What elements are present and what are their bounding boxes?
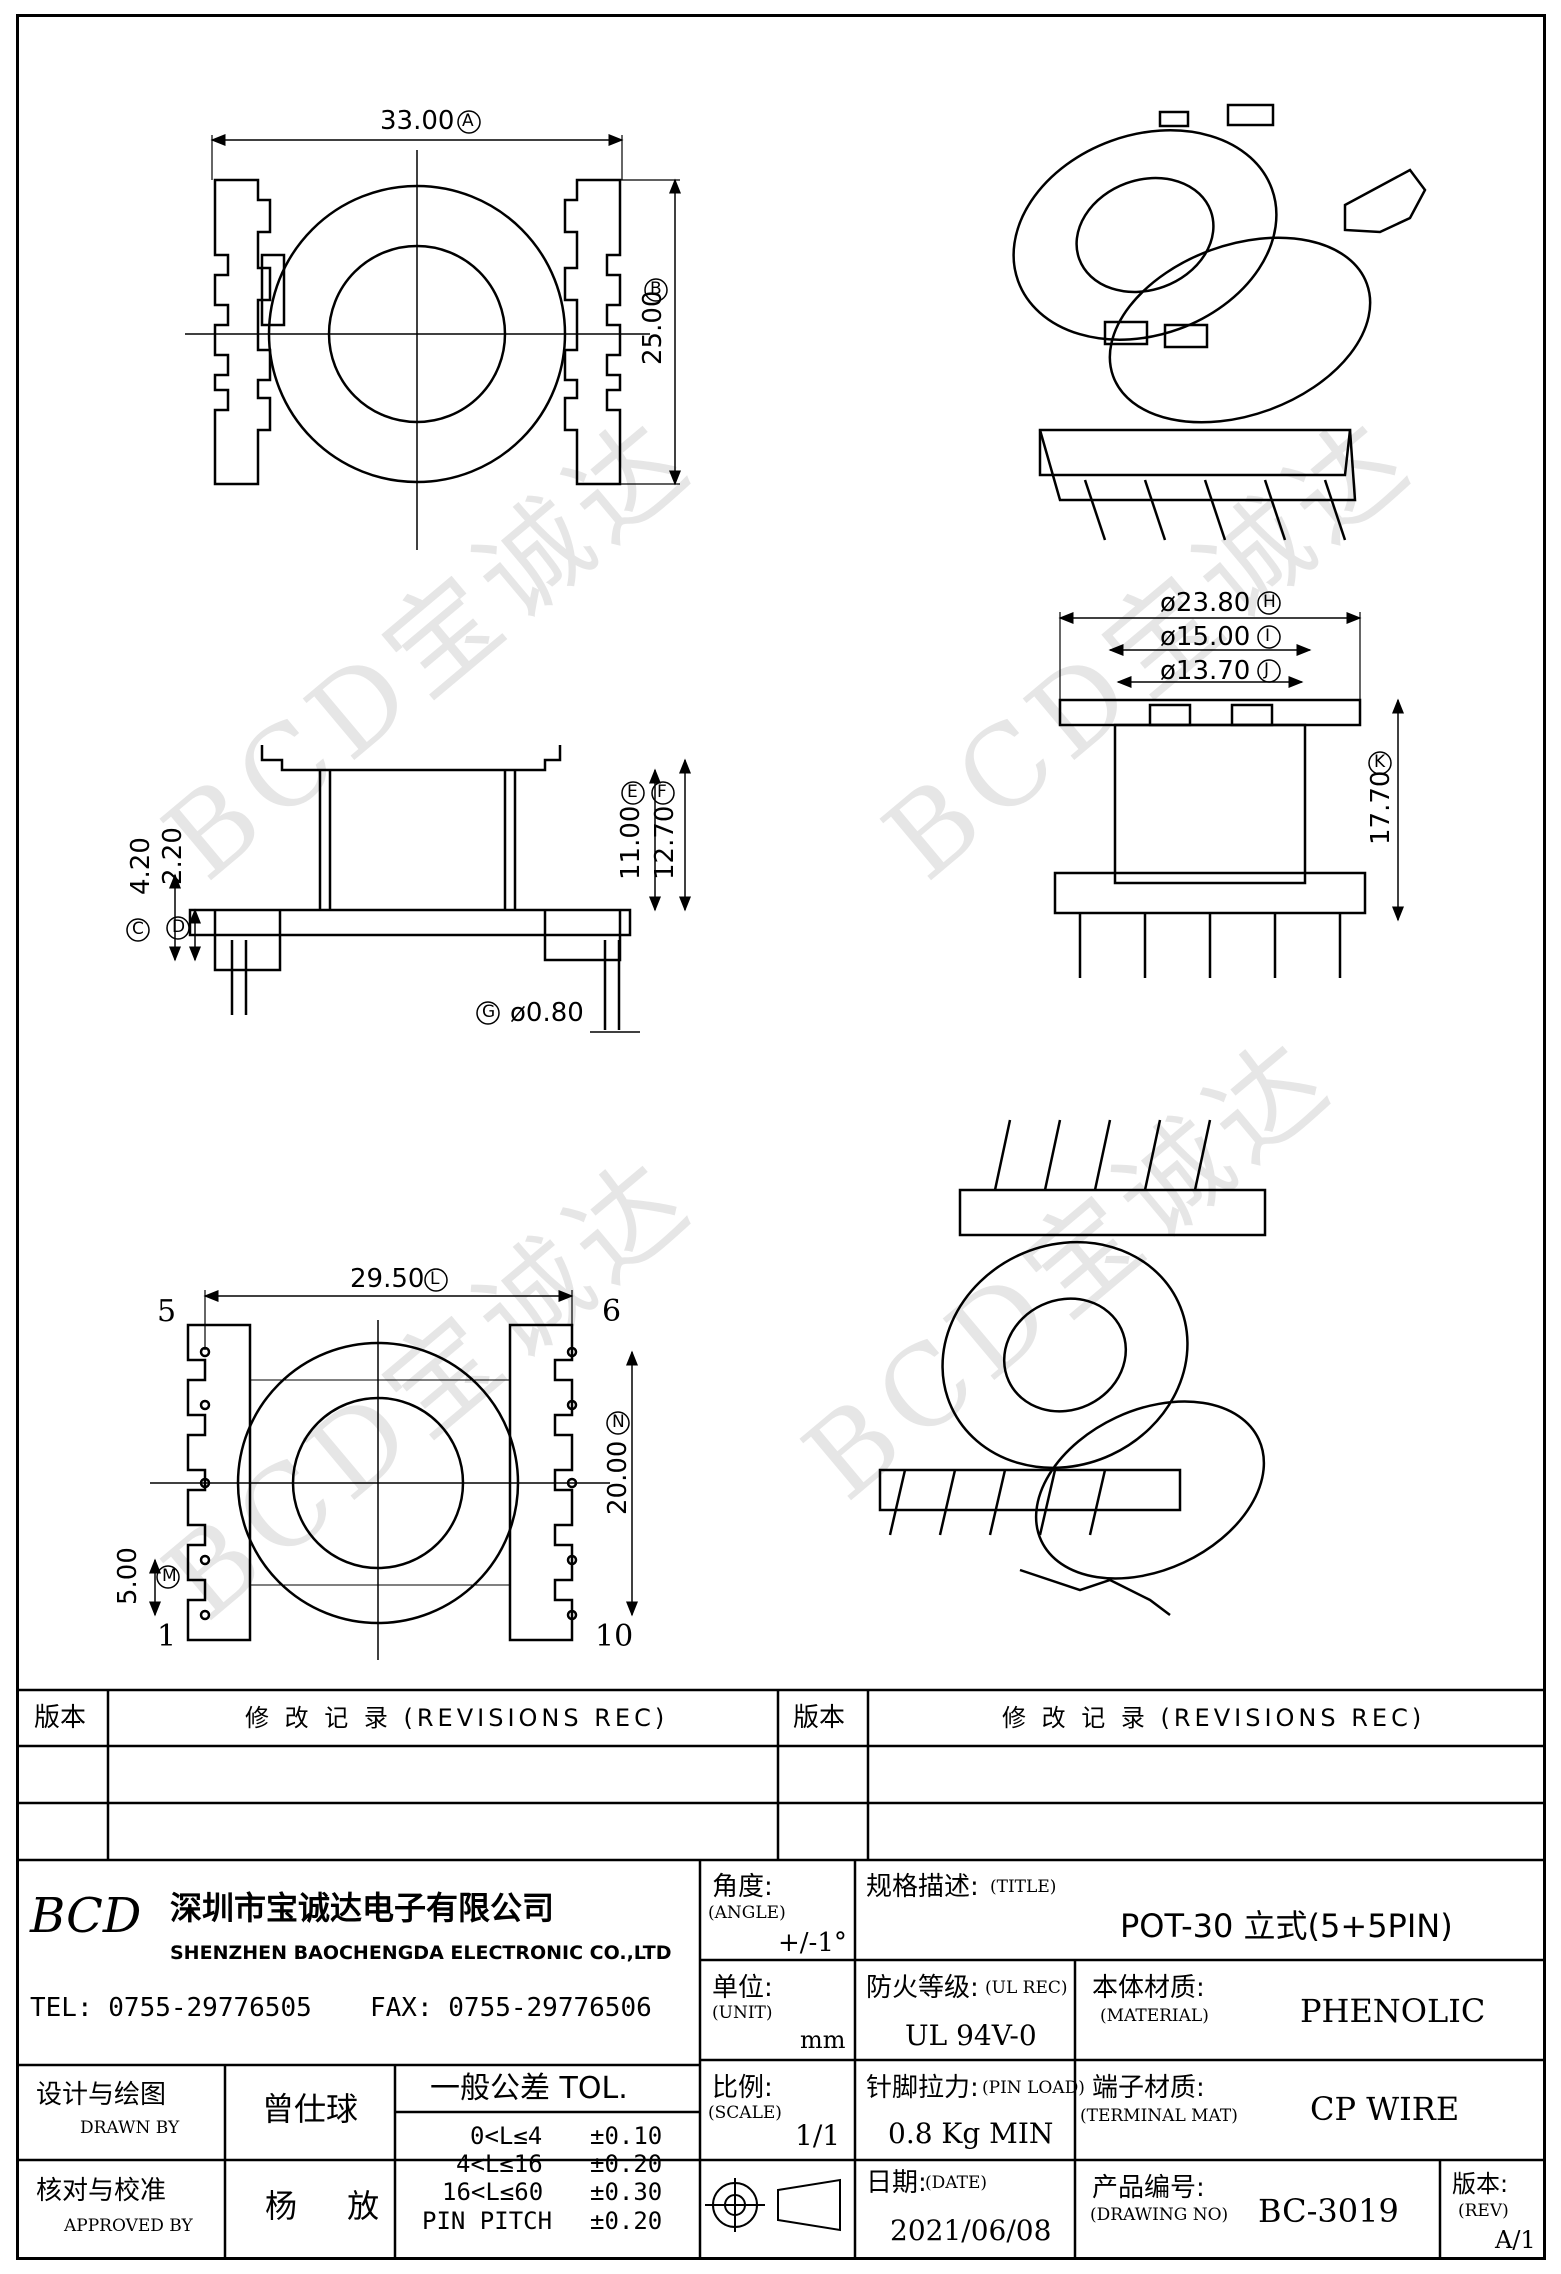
dim-i-value: ø15.00 [1160,622,1251,652]
drawing-no-label-en: (DRAWING NO) [1090,2205,1229,2225]
drawing-no-label: 产品编号: [1092,2173,1205,2203]
dim-f-value: 12.70 [650,805,680,880]
angle-label-en: (ANGLE) [708,1903,786,1923]
drawn-label: 设计与绘图 [36,2080,167,2110]
dim-c-tag: C [132,919,144,939]
pin-load-label-en: (PIN LOAD) [982,2078,1085,2098]
rev-header-left: 版本 [34,1703,87,1733]
top-view [185,110,681,550]
angle-label: 角度: [712,1872,773,1902]
iso-view-bottom [878,1119,1267,1616]
terminal-label: 端子材质: [1092,2073,1205,2103]
dim-a-tag: A [462,111,474,131]
front-view [1053,591,1404,978]
pin-label-6: 6 [602,1294,622,1329]
dim-d-tag: D [172,917,186,937]
ul-label-en: (UL REC) [985,1978,1068,1998]
dim-c-value: 4.20 [126,837,156,895]
rev-value: A/1 [1495,2226,1536,2254]
dim-f-tag: F [657,782,667,802]
company-name-en: SHENZHEN BAOCHENGDA ELECTRONIC CO.,LTD [170,1942,672,1964]
material-label: 本体材质: [1092,1973,1205,2003]
tol-value: ±0.20 [590,2207,663,2235]
ul-value: UL 94V-0 [905,2019,1037,2052]
terminal-value: CP WIRE [1310,2090,1460,2128]
tol-value: ±0.20 [590,2150,663,2178]
dim-a-value: 33.00 [380,106,455,136]
dim-n-value: 20.00 [603,1440,633,1515]
title-block-grid [16,1688,1546,2260]
approved-label: 核对与校准 [36,2176,167,2206]
dim-e-value: 11.00 [616,805,646,880]
dim-n-tag: N [612,1412,625,1432]
dim-g-tag: G [482,1002,496,1022]
company-name-cn: 深圳市宝诚达电子有限公司 [170,1889,555,1927]
bottom-view [149,1268,638,1660]
title-label: 规格描述: [866,1872,979,1902]
dim-l-value: 29.50 [350,1264,425,1294]
terminal-label-en: (TERMINAL MAT) [1080,2106,1238,2126]
rev-desc-header-left: 修 改 记 录 (REVISIONS REC) [245,1704,669,1732]
title-label-en: (TITLE) [990,1877,1057,1897]
scale-label: 比例: [712,2073,773,2103]
drawn-label-en: DRAWN BY [80,2118,180,2138]
dim-j-value: ø13.70 [1160,656,1251,686]
scale-label-en: (SCALE) [708,2103,782,2123]
pin-load-value: 0.8 Kg MIN [888,2117,1054,2150]
company-logo: BCD [30,1888,142,1944]
date-label-en: (DATE) [925,2173,987,2193]
dim-h-value: ø23.80 [1160,588,1251,618]
drawing-no-value: BC-3019 [1258,2192,1399,2230]
dim-j-tag: J [1264,660,1270,680]
material-label-en: (MATERIAL) [1100,2006,1209,2026]
unit-value: mm [800,2026,846,2054]
pin-load-label: 针脚拉力: [866,2073,979,2103]
rev-header-right: 版本 [793,1703,846,1733]
rev-label-en: (REV) [1458,2201,1509,2221]
title-value: POT-30 立式(5+5PIN) [1120,1907,1453,1945]
dim-k-tag: K [1374,752,1386,772]
side-view [126,745,691,1033]
tol-range: 16<L≤60 [442,2178,544,2206]
dim-d-value: 2.20 [158,827,188,885]
approved-value: 杨 放 [265,2187,400,2225]
scale-value: 1/1 [795,2119,841,2152]
dim-k-value: 17.70 [1366,770,1396,845]
dim-g-value: ø0.80 [510,998,584,1028]
dim-m-value: 5.00 [113,1547,143,1605]
company-tel: TEL: 0755-29776505 [30,1993,312,2023]
projection-symbol-icon [705,2178,841,2232]
ul-label: 防火等级: [866,1973,979,2003]
dim-i-tag: I [1265,626,1271,646]
dim-m-tag: M [162,1566,177,1586]
drawing-sheet [16,14,1546,2260]
tol-range: PIN PITCH [422,2207,553,2235]
date-label: 日期: [866,2168,927,2198]
date-value: 2021/06/08 [890,2214,1052,2247]
pin-label-1: 1 [157,1619,177,1654]
tol-value: ±0.30 [590,2178,663,2206]
drawn-value: 曾仕球 [262,2090,359,2128]
dim-h-tag: H [1263,592,1276,612]
company-fax: FAX: 0755-29776506 [370,1993,652,2023]
pin-label-5: 5 [157,1294,177,1329]
tol-value: ±0.10 [590,2122,663,2150]
approved-label-en: APPROVED BY [64,2216,193,2236]
tol-range: 0<L≤4 [470,2122,543,2150]
dim-e-tag: E [627,782,638,802]
dim-l-tag: L [430,1269,440,1289]
iso-view-top [1012,103,1427,541]
tol-range: 4<L≤16 [456,2150,543,2178]
unit-label: 单位: [712,1973,773,2003]
material-value: PHENOLIC [1300,1992,1486,2030]
angle-value: +/-1° [778,1928,847,1958]
rev-desc-header-right: 修 改 记 录 (REVISIONS REC) [1002,1704,1426,1732]
rev-label: 版本: [1452,2170,1509,2198]
unit-label-en: (UNIT) [712,2003,773,2023]
dim-b-tag: B [650,279,662,299]
dim-b-value: 25.00 [638,290,668,365]
pin-label-10: 10 [595,1619,634,1654]
tol-label: 一般公差 TOL. [430,2071,628,2106]
